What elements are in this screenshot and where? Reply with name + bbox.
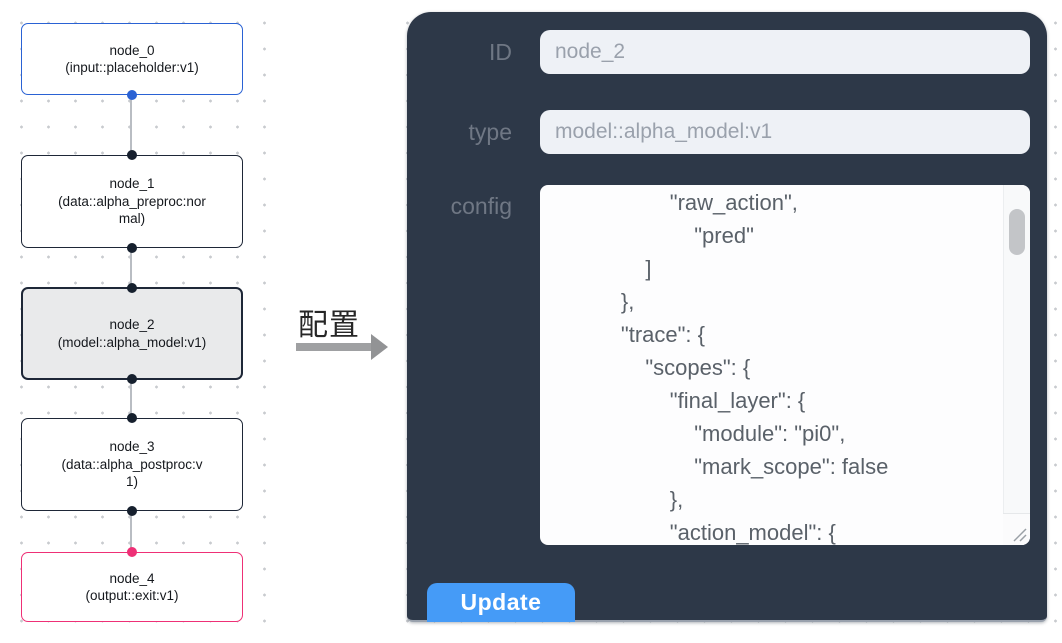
- output-port-icon[interactable]: [127, 90, 137, 100]
- type-field-row: type: [407, 110, 1030, 154]
- node-title: node_2: [109, 317, 155, 332]
- input-port-icon[interactable]: [127, 547, 137, 557]
- id-input[interactable]: [540, 30, 1030, 74]
- node-title: node_0: [109, 42, 155, 58]
- input-port-icon[interactable]: [127, 413, 137, 423]
- type-input[interactable]: [540, 110, 1030, 154]
- update-button[interactable]: Update: [427, 583, 575, 622]
- node-subtitle: (data::alpha_preproc:normal): [58, 193, 206, 227]
- id-field-label: ID: [489, 38, 512, 65]
- config-scrollbar-thumb[interactable]: [1009, 209, 1025, 255]
- config-scrollbar[interactable]: [1003, 185, 1030, 545]
- node-node_4[interactable]: node_4 (output::exit:v1): [21, 547, 243, 622]
- output-port-icon[interactable]: [127, 243, 137, 253]
- config-annotation-label: 配置: [298, 309, 360, 342]
- id-field-row: ID: [407, 30, 1030, 74]
- node-subtitle: (model::alpha_model:v1): [57, 334, 207, 350]
- flow-canvas[interactable]: node_0 (input::placeholder:v1) node_1 (d…: [0, 0, 272, 643]
- node-node_0[interactable]: node_0 (input::placeholder:v1): [21, 23, 243, 100]
- output-port-icon[interactable]: [127, 374, 137, 384]
- arrow-right-icon: [296, 343, 371, 351]
- node-title: node_3: [109, 439, 155, 455]
- config-field-label: config: [450, 193, 512, 219]
- arrow-right-head-icon: [371, 334, 388, 360]
- node-config-panel: ID type config "raw_action", "pred" ] },…: [407, 12, 1047, 622]
- node-title: node_1: [109, 176, 155, 192]
- resize-grip-icon: [1013, 528, 1027, 542]
- output-port-icon[interactable]: [127, 506, 137, 516]
- edge-node0-node1[interactable]: [130, 95, 132, 157]
- resize-handle[interactable]: [1003, 513, 1030, 545]
- type-field-label: type: [468, 118, 512, 145]
- node-subtitle: (input::placeholder:v1): [65, 60, 199, 75]
- node-node_1[interactable]: node_1 (data::alpha_preproc:normal): [21, 150, 243, 253]
- edge-node2-node3[interactable]: [130, 378, 132, 420]
- node-title: node_4: [109, 570, 155, 586]
- config-field-row: config "raw_action", "pred" ] }, "trace"…: [407, 185, 1030, 545]
- config-json-editor[interactable]: "raw_action", "pred" ] }, "trace": { "sc…: [540, 185, 1030, 545]
- input-port-icon[interactable]: [127, 283, 137, 293]
- node-subtitle: (data::alpha_postproc:v1): [61, 456, 203, 490]
- edge-node1-node2[interactable]: [130, 246, 132, 289]
- config-json-text[interactable]: "raw_action", "pred" ] }, "trace": { "sc…: [620, 190, 889, 545]
- edge-node3-node4[interactable]: [130, 509, 132, 554]
- node-subtitle: (output::exit:v1): [85, 588, 179, 603]
- node-node_3[interactable]: node_3 (data::alpha_postproc:v1): [21, 413, 243, 516]
- node-node_2[interactable]: node_2 (model::alpha_model:v1): [21, 283, 243, 384]
- input-port-icon[interactable]: [127, 150, 137, 160]
